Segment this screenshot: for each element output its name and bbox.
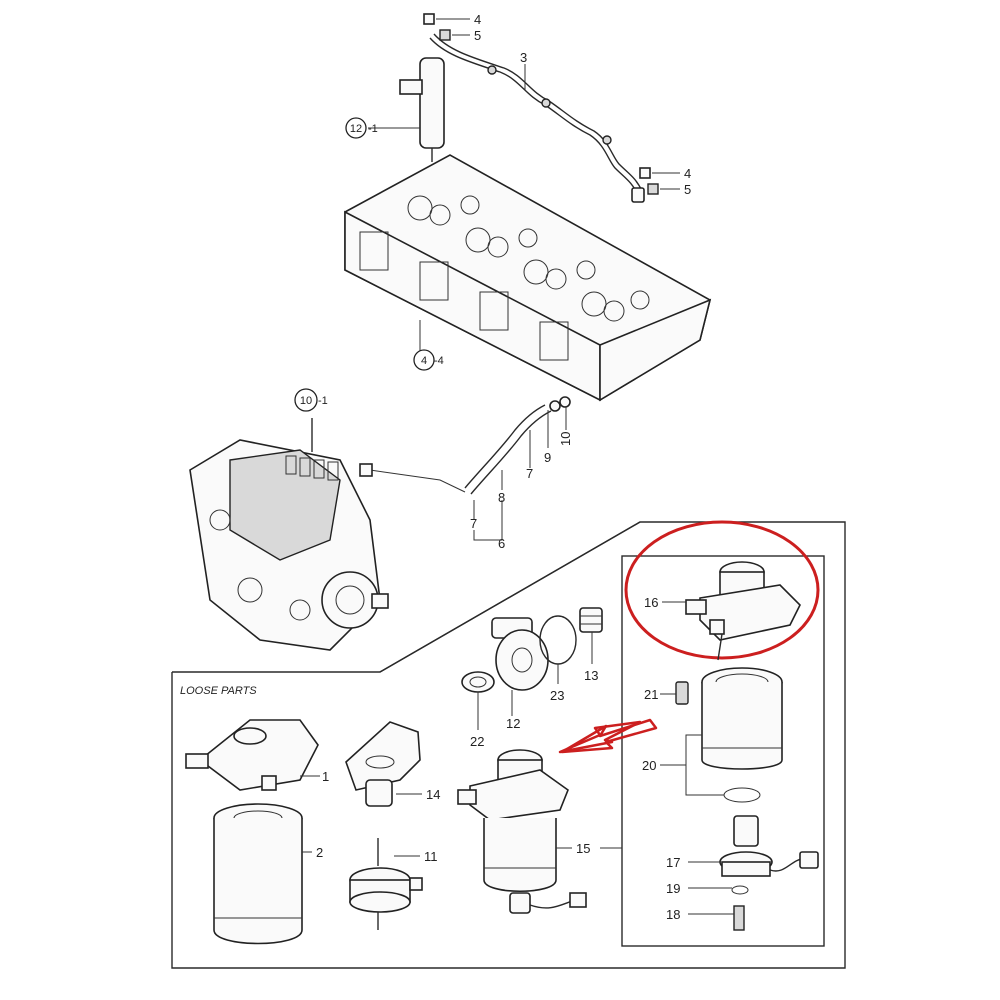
label-5-top: 5 <box>474 28 481 43</box>
label-19: 19 <box>666 881 680 896</box>
label-4-top: 4 <box>474 12 481 27</box>
ref-10-1: 10 -1 <box>294 388 328 412</box>
loose-parts-frame <box>171 521 846 969</box>
label-21: 21 <box>644 687 658 702</box>
label-13: 13 <box>584 668 598 683</box>
ref-12-1-sub: -1 <box>368 123 378 135</box>
ref-10-1-num: 10 <box>300 395 312 407</box>
label-15: 15 <box>576 841 590 856</box>
ref-12-1-num: 12 <box>350 123 362 135</box>
injector <box>399 57 445 162</box>
label-7-upper: 7 <box>526 466 533 481</box>
label-7-lower: 7 <box>470 516 477 531</box>
ref-4-4: 4 -4 <box>413 349 444 371</box>
vent-screw-21 <box>675 681 689 705</box>
label-8: 8 <box>498 490 505 505</box>
ref-12-1: 12 -1 <box>345 117 378 139</box>
return-hose <box>359 396 571 495</box>
label-12: 12 <box>506 716 520 731</box>
cylinder-head <box>344 154 712 402</box>
banjo-12 <box>491 617 549 691</box>
filter-head-1 <box>185 719 319 791</box>
washer-22 <box>461 671 495 693</box>
leader-lines-6-10 <box>473 406 567 541</box>
label-11: 11 <box>424 849 438 864</box>
bracket-14 <box>345 721 421 807</box>
filter-head-16 <box>685 561 801 661</box>
label-2: 2 <box>316 845 323 860</box>
filter-cartridge-2 <box>213 803 303 945</box>
label-3: 3 <box>520 50 527 65</box>
label-18: 18 <box>666 907 680 922</box>
label-20: 20 <box>642 758 656 773</box>
label-16: 16 <box>644 595 658 610</box>
injection-pump <box>189 418 389 651</box>
label-1: 1 <box>322 769 329 784</box>
label-5-right: 5 <box>684 182 691 197</box>
bolt-4-right <box>639 167 659 195</box>
label-17: 17 <box>666 855 680 870</box>
bolt-4-top <box>423 13 451 41</box>
o-ring-23 <box>539 615 577 665</box>
red-arrow <box>558 718 658 754</box>
loose-parts-title: LOOSE PARTS <box>180 685 257 697</box>
bowl-17 <box>719 815 819 931</box>
label-22: 22 <box>470 734 484 749</box>
strainer-13 <box>579 607 603 633</box>
label-4-right: 4 <box>684 166 691 181</box>
label-14: 14 <box>426 787 440 802</box>
inline-filter-11 <box>349 838 423 930</box>
ref-10-1-sub: -1 <box>318 395 328 407</box>
fuel-pipe <box>429 33 645 203</box>
label-9: 9 <box>544 450 551 465</box>
label-23: 23 <box>550 688 564 703</box>
label-10: 10 <box>558 432 573 446</box>
filter-element-20 <box>701 667 783 803</box>
ref-4-4-sub: -4 <box>434 355 444 367</box>
ref-4-4-num: 4 <box>421 355 427 367</box>
highlight-ellipse <box>624 520 820 660</box>
leader-lines <box>300 18 734 915</box>
label-6: 6 <box>498 536 505 551</box>
filter-assembly-15 <box>457 749 587 914</box>
